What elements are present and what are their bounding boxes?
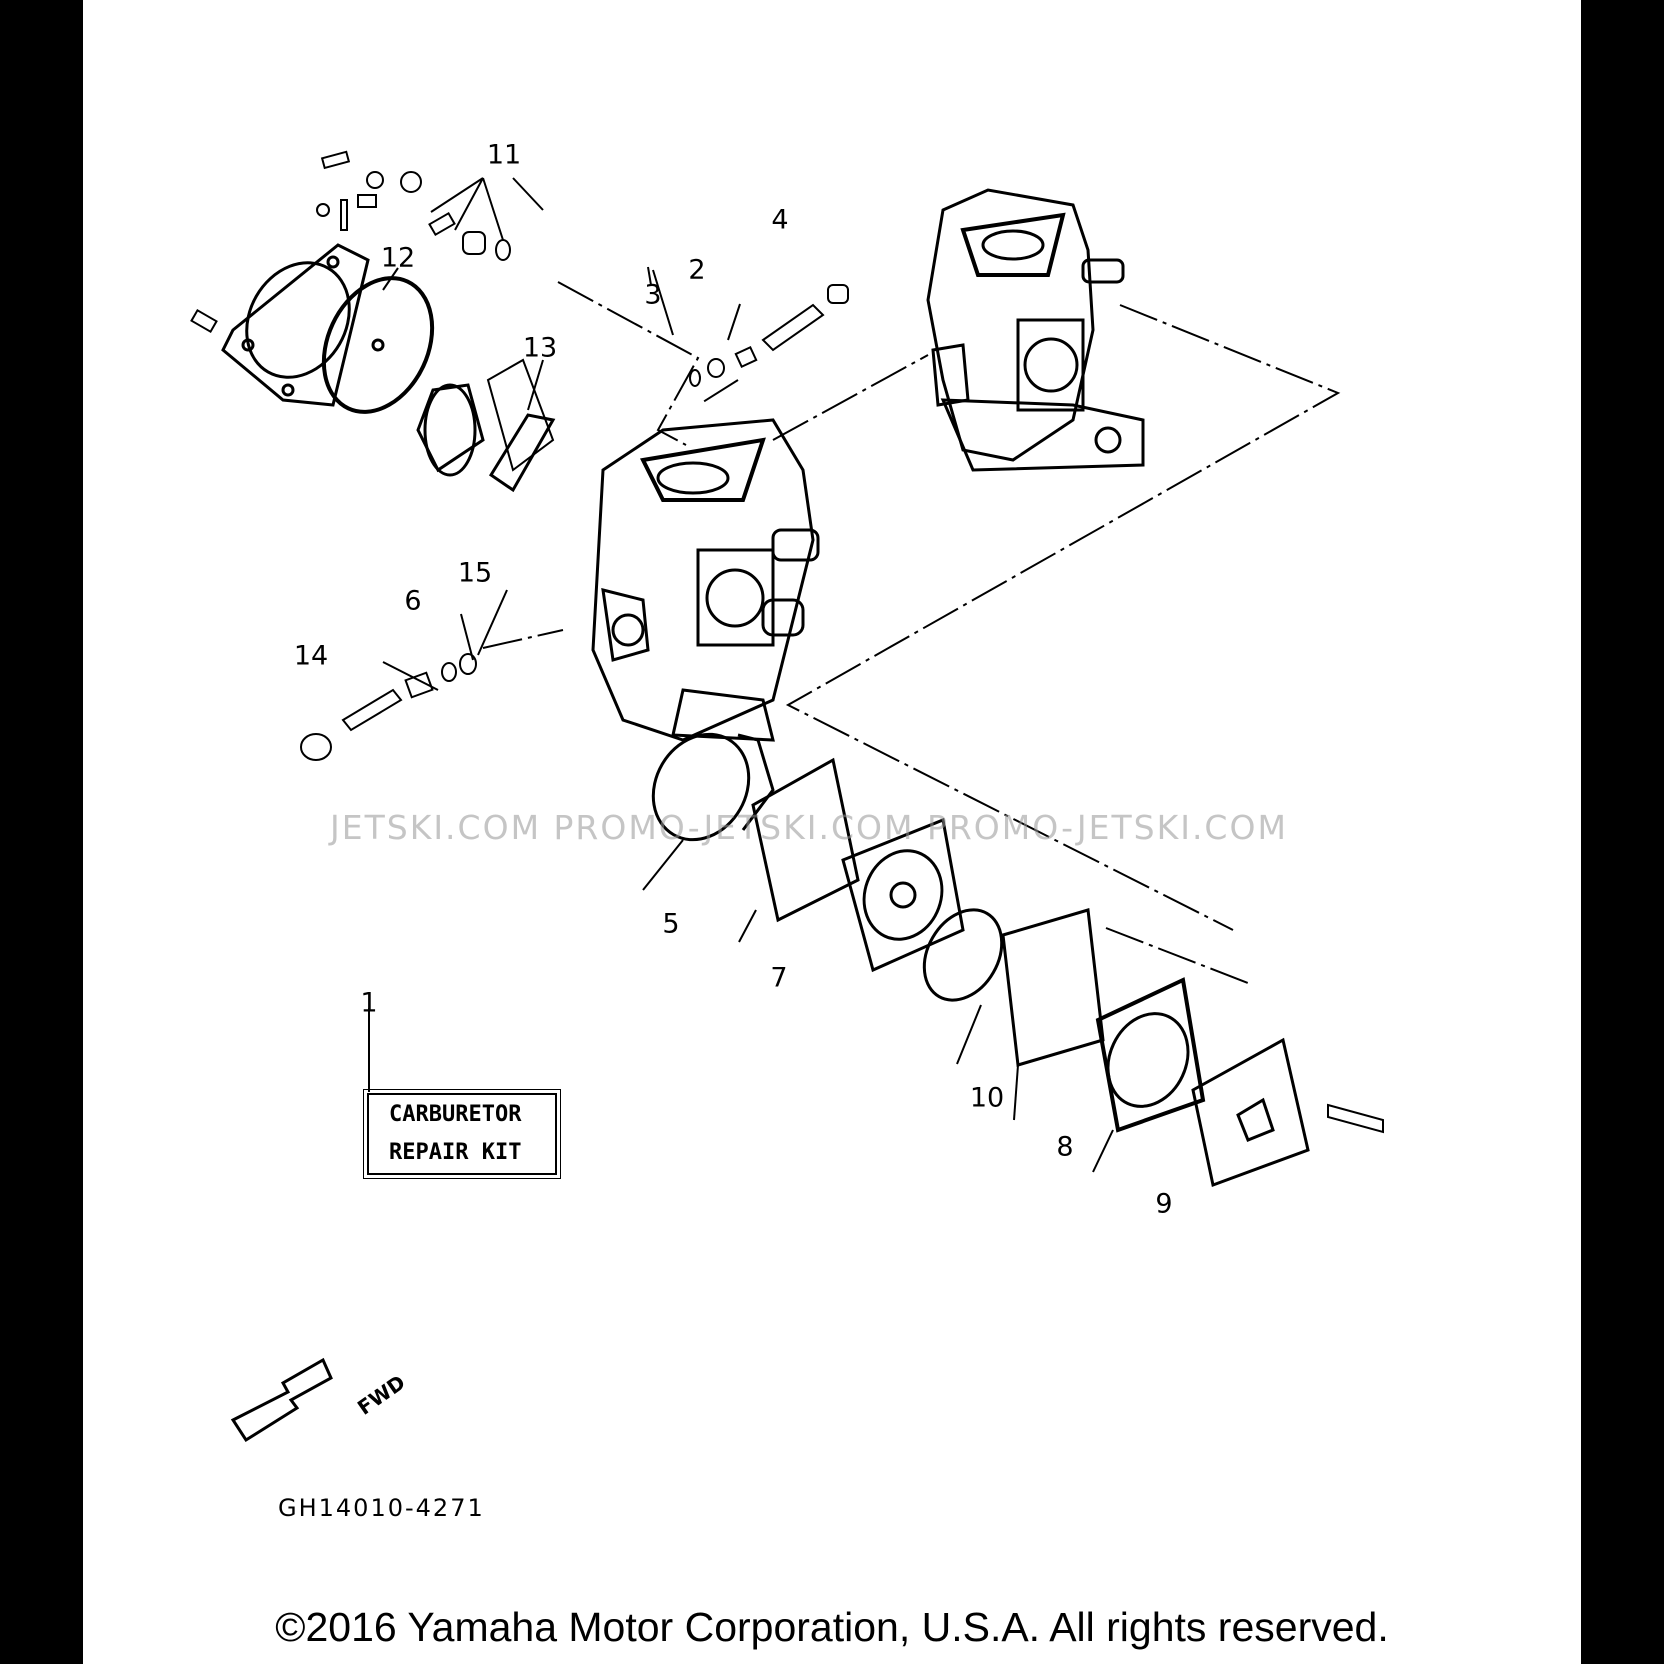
carburetor-exploded-view — [190, 150, 1384, 1443]
assembly-lines — [482, 281, 1341, 986]
leader-lines — [368, 177, 1114, 1173]
copyright-notice: ©2016 Yamaha Motor Corporation, U.S.A. A… — [275, 1604, 1389, 1650]
callout-13: 13 — [522, 332, 558, 364]
callout-14: 14 — [293, 640, 329, 672]
fwd-arrow — [230, 1357, 333, 1443]
callout-5: 5 — [662, 908, 680, 940]
cover-5 — [651, 732, 775, 842]
gasket-13 — [488, 413, 556, 493]
pilot-screw-parts — [689, 284, 849, 387]
callout-6: 6 — [404, 585, 422, 617]
gasket-9 — [1095, 977, 1206, 1133]
plate-8 — [1001, 908, 1105, 1067]
drawing-code: GH14010-4271 — [278, 1494, 485, 1522]
fuel-pump-cover — [221, 243, 555, 477]
mixture-screw-parts — [300, 653, 477, 761]
carburetor-body-rear — [926, 188, 1145, 472]
diaphragm-10 — [922, 908, 1004, 1002]
callout-2: 2 — [688, 254, 706, 286]
callout-3: 3 — [644, 279, 662, 311]
repair-kit-box: CARBURETOR REPAIR KIT — [363, 1089, 561, 1179]
kit-line-2: REPAIR KIT — [389, 1140, 522, 1165]
callout-11: 11 — [486, 139, 522, 171]
pump-body — [841, 817, 965, 973]
bolt — [1327, 1103, 1384, 1134]
callout-15: 15 — [457, 557, 493, 589]
callout-12: 12 — [380, 242, 416, 274]
callout-9: 9 — [1155, 1188, 1173, 1220]
end-cover — [1191, 1037, 1310, 1188]
callout-10: 10 — [969, 1082, 1005, 1114]
callout-7: 7 — [770, 962, 788, 994]
carburetor-body-front — [591, 418, 820, 742]
callout-1: 1 — [360, 987, 378, 1019]
kit-line-1: CARBURETOR — [389, 1102, 522, 1127]
callout-4: 4 — [771, 204, 789, 236]
callout-8: 8 — [1056, 1131, 1074, 1163]
parts-diagram-sheet: 11 12 3 2 4 13 15 6 14 5 7 1 10 8 9 CARB… — [83, 0, 1581, 1664]
pump-fasteners — [190, 150, 511, 334]
gasket-7 — [751, 757, 860, 923]
watermark: JETSKI.COM PROMO-JETSKI.COM PROMO-JETSKI… — [330, 808, 1288, 847]
